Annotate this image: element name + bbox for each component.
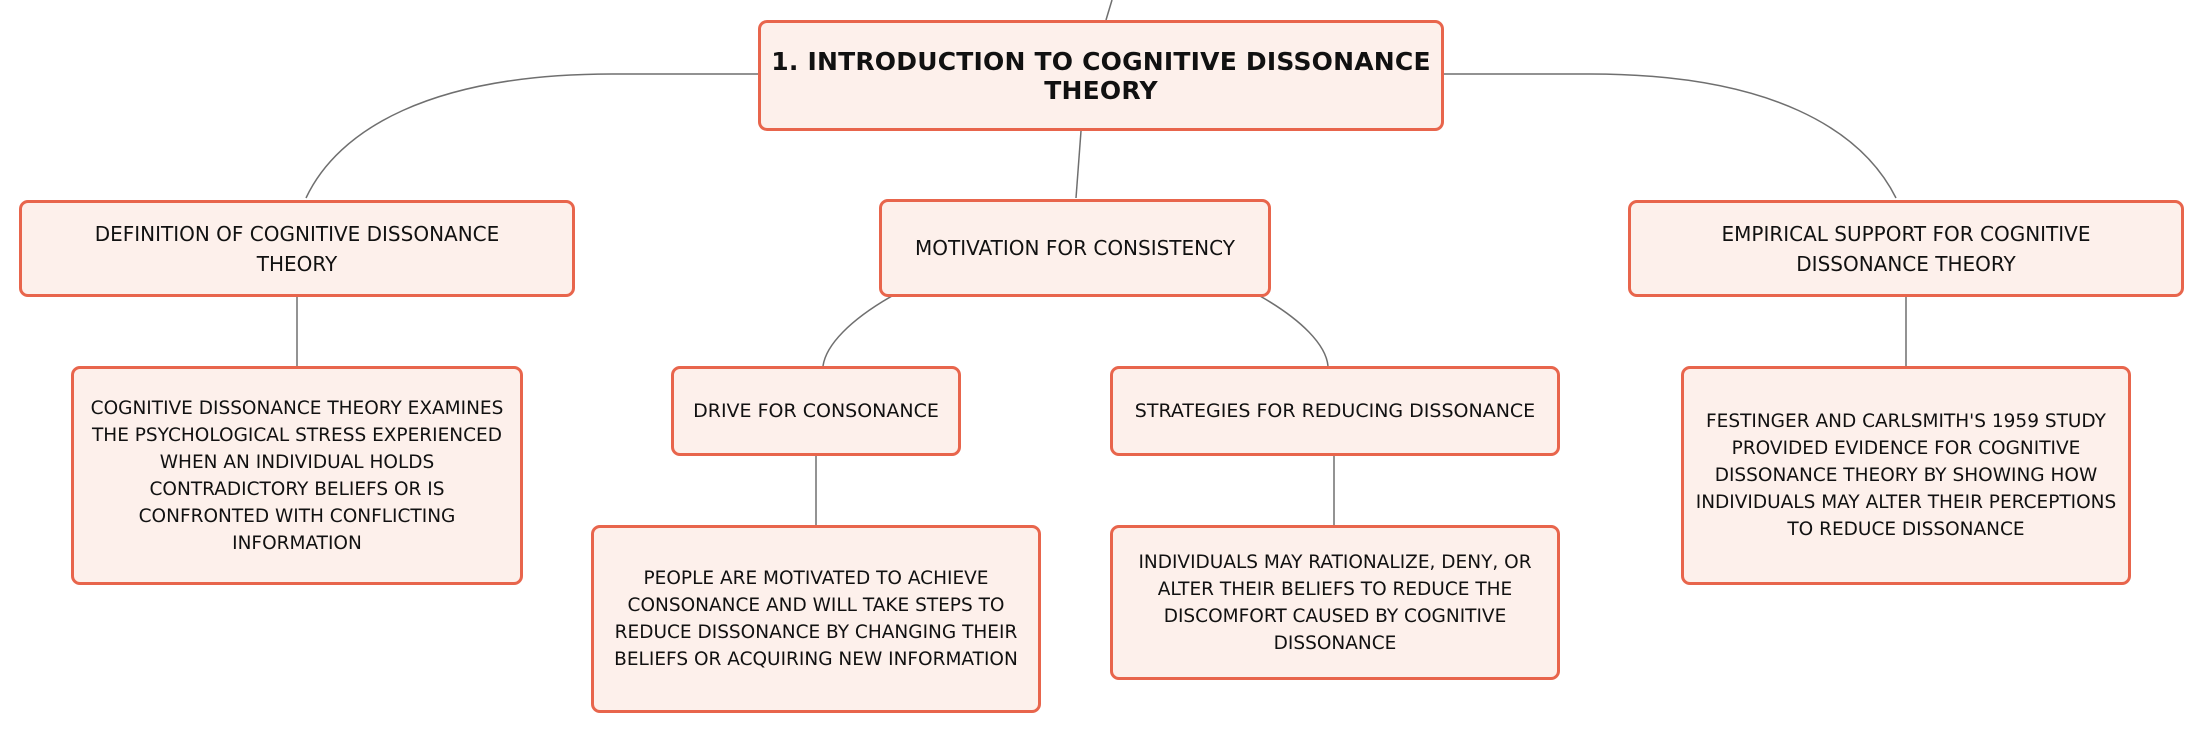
topic-node-empirical[interactable]: Empirical Support for Cognitive Dissonan… <box>1628 200 2184 297</box>
root-node[interactable]: 1. Introduction to Cognitive Dissonance … <box>758 20 1444 131</box>
subtopic-node-drive[interactable]: Drive for Consonance <box>671 366 961 456</box>
detail-node-empirical-text: Festinger and Carlsmith's 1959 study pro… <box>1695 411 2117 540</box>
connector-root-to-motivation <box>1075 130 1082 199</box>
connector-motivation-to-drive <box>822 295 893 367</box>
topic-node-motivation[interactable]: Motivation for Consistency <box>879 199 1271 297</box>
detail-node-empirical[interactable]: Festinger and Carlsmith's 1959 study pro… <box>1681 366 2131 585</box>
detail-node-definition[interactable]: Cognitive dissonance theory examines the… <box>71 366 523 585</box>
connector-root-to-definition <box>305 73 758 199</box>
detail-node-strategies[interactable]: Individuals may rationalize, deny, or al… <box>1110 525 1560 680</box>
topic-node-motivation-label: Motivation for Consistency <box>915 236 1235 260</box>
root-node-label: 1. Introduction to Cognitive Dissonance … <box>771 46 1431 105</box>
connector-motivation-to-strategies <box>1259 295 1329 367</box>
topic-node-empirical-label: Empirical Support for Cognitive Dissonan… <box>1721 221 2091 276</box>
subtopic-node-strategies[interactable]: Strategies for Reducing Dissonance <box>1110 366 1560 456</box>
subtopic-node-strategies-label: Strategies for Reducing Dissonance <box>1134 400 1536 422</box>
connector-root-to-empirical <box>1444 73 1897 199</box>
topic-node-definition-label: Definition of Cognitive Dissonance Theor… <box>94 221 500 276</box>
connector-parent-to-root <box>1105 0 1113 21</box>
detail-node-drive-text: People are motivated to achieve consonan… <box>614 568 1018 670</box>
detail-node-definition-text: Cognitive dissonance theory examines the… <box>90 397 504 554</box>
detail-node-drive[interactable]: People are motivated to achieve consonan… <box>591 525 1041 713</box>
subtopic-node-drive-label: Drive for Consonance <box>693 400 939 422</box>
detail-node-strategies-text: Individuals may rationalize, deny, or al… <box>1138 551 1532 654</box>
topic-node-definition[interactable]: Definition of Cognitive Dissonance Theor… <box>19 200 575 297</box>
